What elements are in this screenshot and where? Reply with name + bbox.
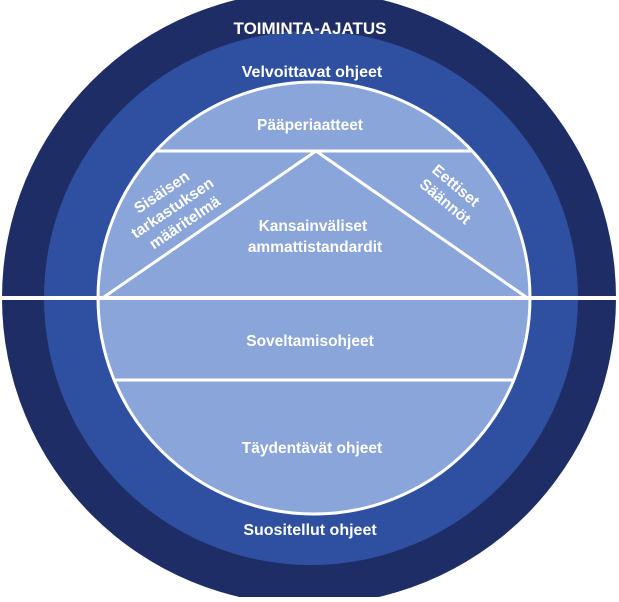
lower-band-1-label: Soveltamisohjeet	[246, 333, 374, 350]
middle-ring-top-label: Velvoittavat ohjeet	[242, 64, 383, 81]
center-triangle-label: Kansainväliset ammattistandardit	[248, 218, 382, 256]
triangle-left-edge	[103, 149, 317, 299]
lower-band-2-label: Täydentävät ohjeet	[242, 440, 382, 457]
triangle-right-edge	[315, 149, 527, 299]
inner-dividers	[98, 149, 530, 382]
middle-ring-bottom-label: Suositellut ohjeet	[243, 522, 377, 539]
outer-ring-label: TOIMINTA-AJATUS	[234, 19, 387, 38]
horizontal-divider	[0, 296, 619, 300]
top-band-label: Pääperiaatteet	[257, 117, 363, 134]
